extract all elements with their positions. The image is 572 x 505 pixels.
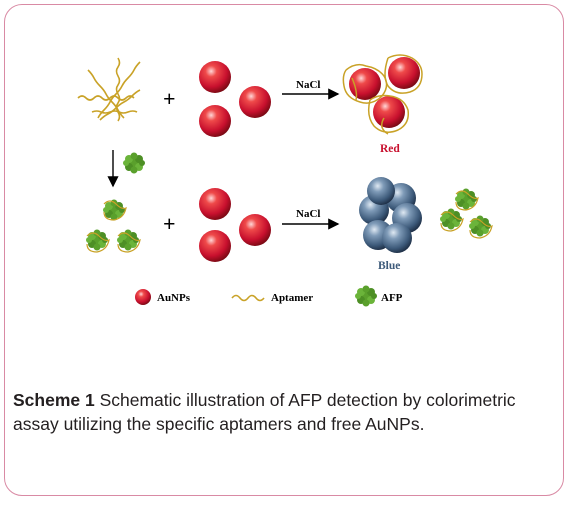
aptamer-cluster <box>77 57 141 122</box>
aptamer-wrapped-aunps <box>342 54 423 135</box>
aunp-icon <box>373 96 405 128</box>
caption-text: Schematic illustration of AFP detection … <box>13 390 516 434</box>
aunp-icon <box>239 214 271 246</box>
aunp-icon <box>199 230 231 262</box>
aunp-group-bottom <box>199 188 271 262</box>
nacl-label-bottom: NaCl <box>296 208 320 220</box>
legend-label-aptamer: Aptamer <box>271 292 313 304</box>
aunp-icon <box>135 289 151 305</box>
legend: AuNPs Aptamer AFP <box>135 285 403 307</box>
nacl-label-top: NaCl <box>296 79 320 91</box>
afp-icon <box>355 285 377 307</box>
afp-icon <box>123 152 145 174</box>
aunp-icon <box>199 105 231 137</box>
aunp-group-top <box>199 61 271 137</box>
legend-label-aunps: AuNPs <box>157 292 191 304</box>
afp-aptamer-complexes <box>86 199 141 253</box>
aunp-icon <box>199 61 231 93</box>
blue-result-label: Blue <box>378 260 400 272</box>
plus-sign-bottom: + <box>163 211 176 236</box>
aunp-icon <box>349 68 381 100</box>
free-afp-complexes <box>440 188 493 239</box>
aptamer-icon <box>231 294 265 302</box>
caption-label: Scheme 1 <box>13 390 95 410</box>
figure-caption: Scheme 1 Schematic illustration of AFP d… <box>13 388 548 436</box>
plus-sign-top: + <box>163 86 176 111</box>
legend-label-afp: AFP <box>381 292 403 304</box>
aunp-icon <box>239 86 271 118</box>
aggregated-aunps <box>359 177 422 253</box>
aunp-icon <box>199 188 231 220</box>
aunp-icon <box>388 57 420 89</box>
red-result-label: Red <box>380 143 400 155</box>
